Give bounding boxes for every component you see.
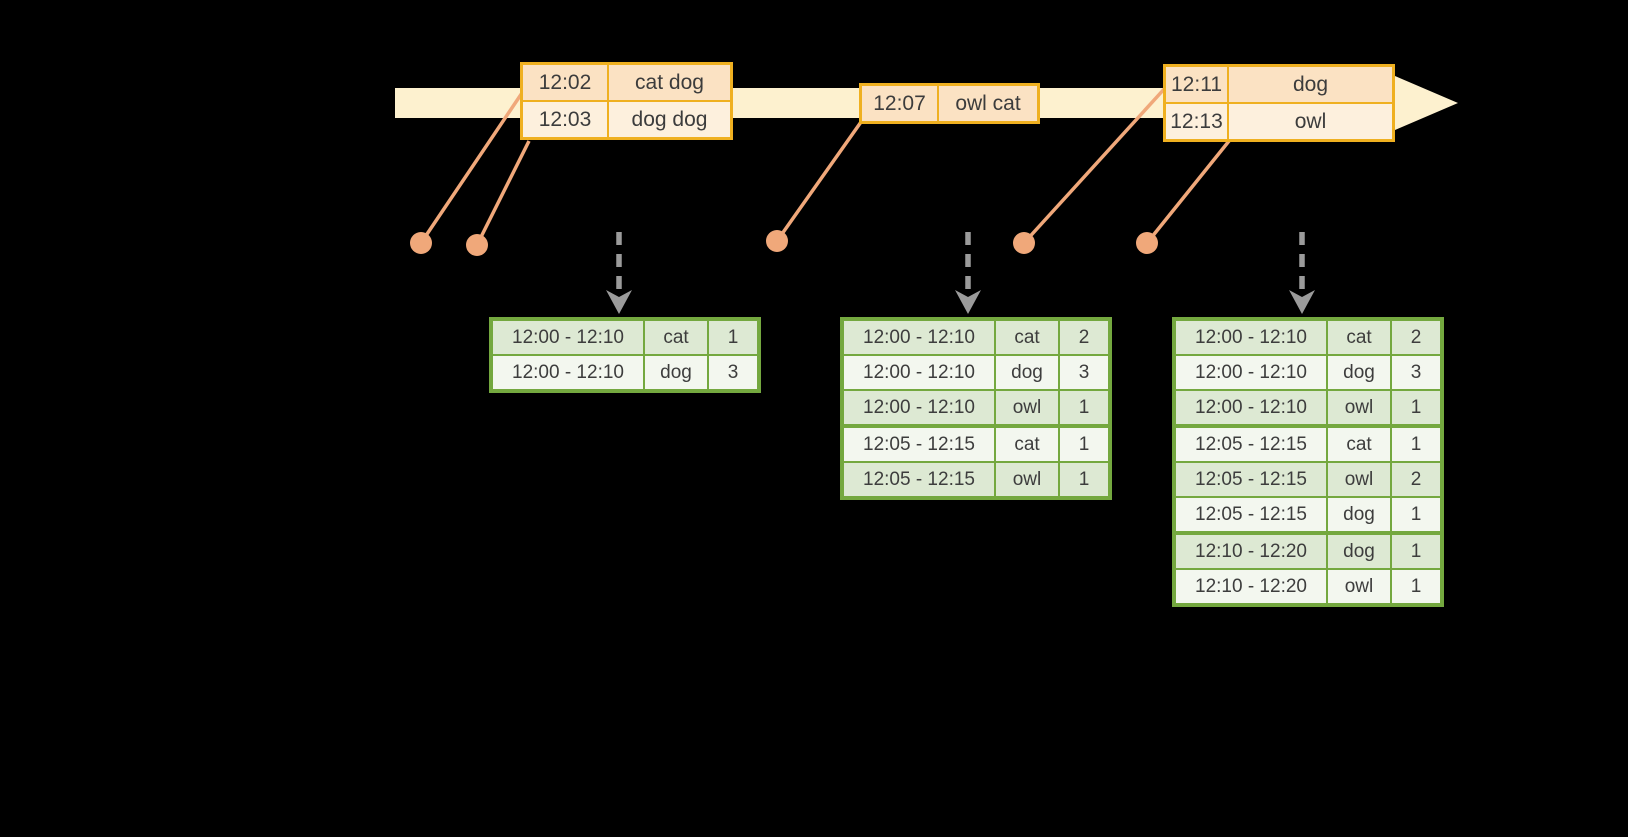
trigger-arrows [606,232,1315,314]
event-time: 12:03 [523,102,607,137]
event-words: dog [1229,67,1392,102]
word-cell: owl [1328,570,1390,603]
word-cell: owl [1328,391,1390,424]
event-time: 12:02 [523,65,607,100]
trigger-arrow-head [606,290,632,314]
count-cell: 3 [709,356,757,389]
count-cell: 1 [1060,391,1108,424]
count-cell: 1 [1060,463,1108,496]
event-time: 12:11 [1166,67,1227,102]
word-cell: cat [996,321,1058,354]
event-dots [410,230,1158,256]
window-cell: 12:05 - 12:15 [1176,498,1326,531]
window-cell: 12:10 - 12:20 [1176,535,1326,568]
event-dot [766,230,788,252]
count-cell: 1 [1392,391,1440,424]
window-cell: 12:05 - 12:15 [1176,428,1326,461]
word-cell: owl [996,463,1058,496]
count-cell: 2 [1392,463,1440,496]
window-cell: 12:00 - 12:10 [844,356,994,389]
word-cell: dog [1328,498,1390,531]
event-connector-line [1145,139,1231,245]
word-cell: cat [1328,428,1390,461]
count-cell: 2 [1060,321,1108,354]
window-cell: 12:00 - 12:10 [844,391,994,424]
window-cell: 12:00 - 12:10 [493,356,643,389]
window-cell: 12:05 - 12:15 [844,428,994,461]
event-connector-line [475,140,531,246]
count-cell: 1 [1392,428,1440,461]
word-cell: cat [645,321,707,354]
word-cell: dog [996,356,1058,389]
event-words: owl cat [939,86,1037,121]
word-cell: owl [996,391,1058,424]
window-cell: 12:05 - 12:15 [844,463,994,496]
window-cell: 12:00 - 12:10 [1176,356,1326,389]
count-cell: 2 [1392,321,1440,354]
word-cell: dog [1328,535,1390,568]
event-dot [1136,232,1158,254]
word-cell: owl [1328,463,1390,496]
event-time: 12:07 [862,86,937,121]
event-dot [410,232,432,254]
count-cell: 1 [1392,535,1440,568]
count-cell: 3 [1392,356,1440,389]
event-words: owl [1229,104,1392,139]
word-cell: dog [645,356,707,389]
window-cell: 12:00 - 12:10 [1176,321,1326,354]
window-cell: 12:10 - 12:20 [1176,570,1326,603]
window-cell: 12:00 - 12:10 [844,321,994,354]
event-words: cat dog [609,65,730,100]
event-connector-line [775,120,863,243]
event-time: 12:13 [1166,104,1227,139]
trigger-arrow-head [1289,290,1315,314]
window-cell: 12:05 - 12:15 [1176,463,1326,496]
count-cell: 1 [709,321,757,354]
count-cell: 1 [1060,428,1108,461]
event-connectors [419,85,1231,246]
window-cell: 12:00 - 12:10 [1176,391,1326,424]
event-words: dog dog [609,102,730,137]
event-connector-line [419,89,526,244]
word-cell: dog [1328,356,1390,389]
event-dot [466,234,488,256]
word-cell: cat [996,428,1058,461]
count-cell: 1 [1392,570,1440,603]
word-cell: cat [1328,321,1390,354]
event-dot [1013,232,1035,254]
event-connector-line [1022,85,1168,245]
count-cell: 3 [1060,356,1108,389]
count-cell: 1 [1392,498,1440,531]
window-cell: 12:00 - 12:10 [493,321,643,354]
trigger-arrow-head [955,290,981,314]
